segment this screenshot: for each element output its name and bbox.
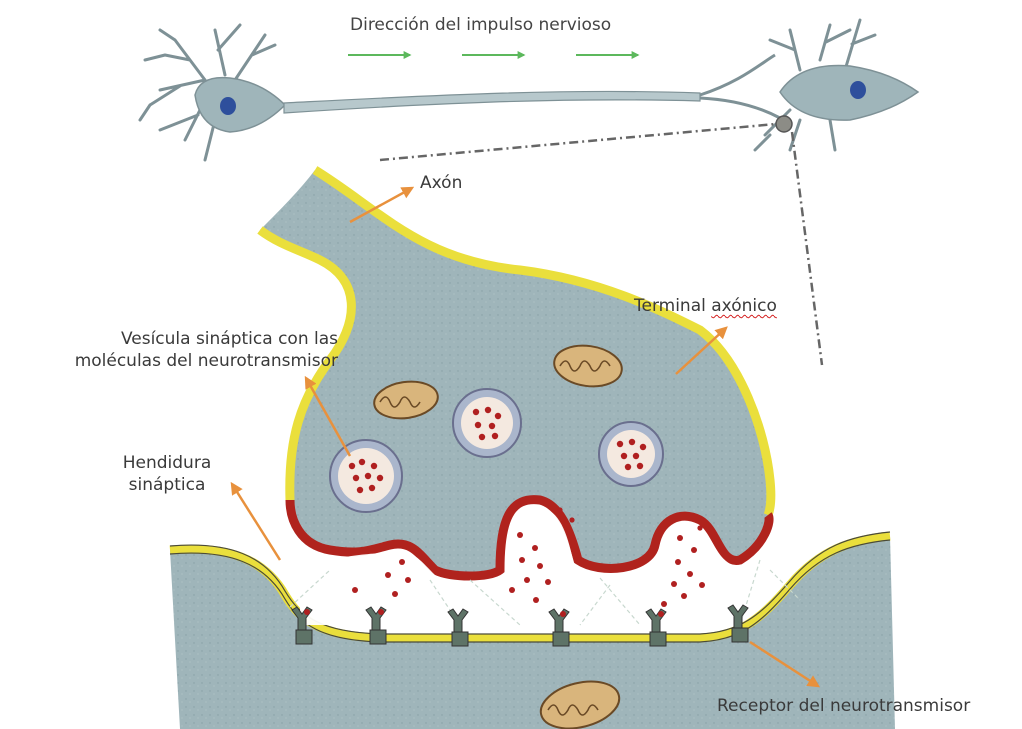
cleft-label: Hendidura sináptica — [112, 452, 222, 496]
right-cell-body — [780, 66, 918, 121]
synapse-spot-icon — [776, 116, 792, 132]
terminal-label-word2: axónico — [711, 296, 777, 316]
terminal-label: Terminal axónico — [634, 295, 777, 317]
zoom-line-right — [792, 132, 822, 365]
neuron-right — [755, 20, 918, 150]
axon-label: Axón — [420, 172, 462, 194]
vesicle-label-line1: Vesícula sináptica con las — [8, 328, 338, 350]
axon-fiber — [284, 91, 700, 113]
zoom-line-left — [380, 124, 776, 160]
axon-branches — [700, 55, 780, 118]
cleft-label-line1: Hendidura — [112, 452, 222, 474]
vesicle-label-line2: moléculas del neurotransmisor — [8, 350, 338, 372]
diagram-title: Dirección del impulso nervioso — [350, 14, 611, 36]
terminal-label-word1: Terminal — [634, 296, 706, 316]
right-nucleus-icon — [850, 81, 866, 99]
left-cell-body — [195, 78, 285, 132]
left-nucleus-icon — [220, 97, 236, 115]
receptor-label: Receptor del neurotransmisor — [717, 695, 970, 717]
neuron-left — [140, 25, 285, 160]
vesicle-1 — [330, 440, 402, 512]
vesicle-label: Vesícula sináptica con las moléculas del… — [8, 328, 338, 372]
cleft-label-line2: sináptica — [112, 474, 222, 496]
vesicle-3 — [599, 422, 663, 486]
cleft-pointer-arrow — [232, 484, 280, 560]
vesicle-2 — [453, 389, 521, 457]
